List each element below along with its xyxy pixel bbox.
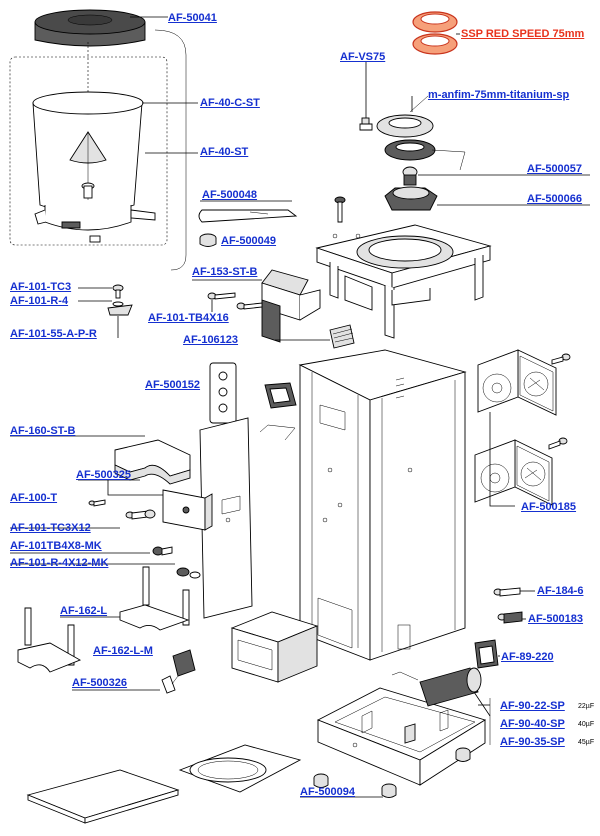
burr-carrier-part: [384, 186, 438, 211]
tb4x16-screws-part: [207, 292, 263, 310]
power-switch-part: [474, 639, 499, 669]
label-af-101-tb4x16[interactable]: AF-101-TB4X16: [148, 312, 229, 324]
burr-assembly-part: [376, 114, 436, 161]
hopper-part: [32, 91, 156, 243]
label-af-500152[interactable]: AF-500152: [145, 379, 201, 391]
bracket-line: [154, 29, 187, 271]
label-af-101-tc3[interactable]: AF-101-TC3: [10, 281, 72, 293]
label-af-162-l[interactable]: AF-162-L: [60, 605, 108, 617]
hopper-group-box: [9, 56, 168, 246]
label-af-vs75[interactable]: AF-VS75: [340, 51, 386, 63]
worm-screw-part: [402, 166, 418, 186]
cable-gland-part: [497, 611, 523, 624]
tc3-screw-part: [112, 284, 124, 299]
cap-part: [199, 233, 217, 247]
label-af-500094[interactable]: AF-500094: [300, 786, 356, 798]
tc3x12-screw-part: [125, 509, 156, 520]
vs75-screw-part: [359, 117, 373, 131]
label-af-100-t[interactable]: AF-100-T: [10, 492, 58, 504]
label-af-101-tc3x12[interactable]: AF-101-TC3X12: [10, 522, 91, 534]
label-m-anfim[interactable]: m-anfim-75mm-titanium-sp: [428, 89, 570, 101]
chute-part: [261, 269, 321, 343]
label-af-106123[interactable]: AF-106123: [183, 334, 239, 346]
electronics-box-part: [230, 611, 319, 683]
drip-tray-part: [26, 769, 180, 824]
label-af-101-55-a-p-r[interactable]: AF-101-55-A-P-R: [10, 328, 97, 340]
drip-ring-part: [178, 744, 302, 793]
housing-screw-part: [334, 196, 346, 223]
gasket-part: [264, 382, 297, 409]
label-af-500057[interactable]: AF-500057: [527, 163, 583, 175]
main-body-housing-part: [298, 349, 467, 661]
r4x12-washer-part: [176, 567, 201, 579]
grinder-head-housing-part: [315, 224, 492, 339]
label-af-500049[interactable]: AF-500049: [221, 235, 277, 247]
label-af-160-st-b[interactable]: AF-160-ST-B: [10, 425, 76, 437]
rubber-feet-part: [313, 747, 471, 798]
label-af-101-r-4x12-mk[interactable]: AF-101-R-4X12-MK: [10, 557, 109, 569]
washer-part: [112, 301, 124, 307]
label-af-50041[interactable]: AF-50041: [168, 12, 217, 24]
base-plate-part: [316, 687, 487, 786]
label-ssp-red-speed[interactable]: SSP RED SPEED 75mm: [461, 28, 585, 40]
micro-switch-part: [161, 649, 196, 694]
cooling-fan-bottom-part: [474, 437, 568, 506]
spring-part: [329, 324, 355, 349]
fork-holder-part: [114, 439, 191, 485]
tb4x8-screw-part: [152, 546, 173, 556]
label-af-500066[interactable]: AF-500066: [527, 193, 583, 205]
switch-bracket-part: [162, 489, 213, 531]
label-af-90-22-sp[interactable]: AF-90-22-SP: [500, 700, 565, 712]
label-af-500183[interactable]: AF-500183: [528, 613, 584, 625]
capacitor-part: [391, 667, 482, 707]
caption-22uf: 22µF: [578, 703, 595, 710]
ssp-burr-set-part: [412, 11, 458, 55]
label-af-500325[interactable]: AF-500325: [76, 469, 132, 481]
t-screw-part: [88, 499, 106, 507]
switch-panel-part: [209, 362, 237, 424]
clip-part: [259, 424, 296, 441]
label-af-500185[interactable]: AF-500185: [521, 501, 577, 513]
label-af-153-st-b[interactable]: AF-153-ST-B: [192, 266, 258, 278]
label-af-500326[interactable]: AF-500326: [72, 677, 128, 689]
label-af-90-40-sp[interactable]: AF-90-40-SP: [500, 718, 565, 730]
label-af-184-6[interactable]: AF-184-6: [537, 585, 584, 597]
caption-45uf: 45µF: [578, 739, 595, 746]
label-af-40-st[interactable]: AF-40-ST: [200, 146, 249, 158]
label-af-89-220[interactable]: AF-89-220: [501, 651, 554, 663]
label-af-162-l-m[interactable]: AF-162-L-M: [93, 645, 153, 657]
fork-foot-right-part: [17, 607, 82, 673]
bracket-plate-part: [107, 304, 133, 316]
cooling-fan-top-part: [477, 349, 571, 416]
label-af-500048[interactable]: AF-500048: [202, 189, 258, 201]
label-af-40-c-st[interactable]: AF-40-C-ST: [200, 97, 260, 109]
label-af-101tb4x8-mk[interactable]: AF-101TB4X8-MK: [10, 540, 102, 552]
fork-foot-left-part: [119, 566, 190, 631]
label-af-101-r-4[interactable]: AF-101-R-4: [10, 295, 69, 307]
rear-panel-part: [199, 417, 253, 619]
connector-part: [493, 587, 521, 597]
label-af-90-35-sp[interactable]: AF-90-35-SP: [500, 736, 565, 748]
caption-40uf: 40µF: [578, 721, 595, 728]
doser-paddle-part: [198, 209, 298, 223]
hopper-lid-part: [34, 9, 146, 47]
